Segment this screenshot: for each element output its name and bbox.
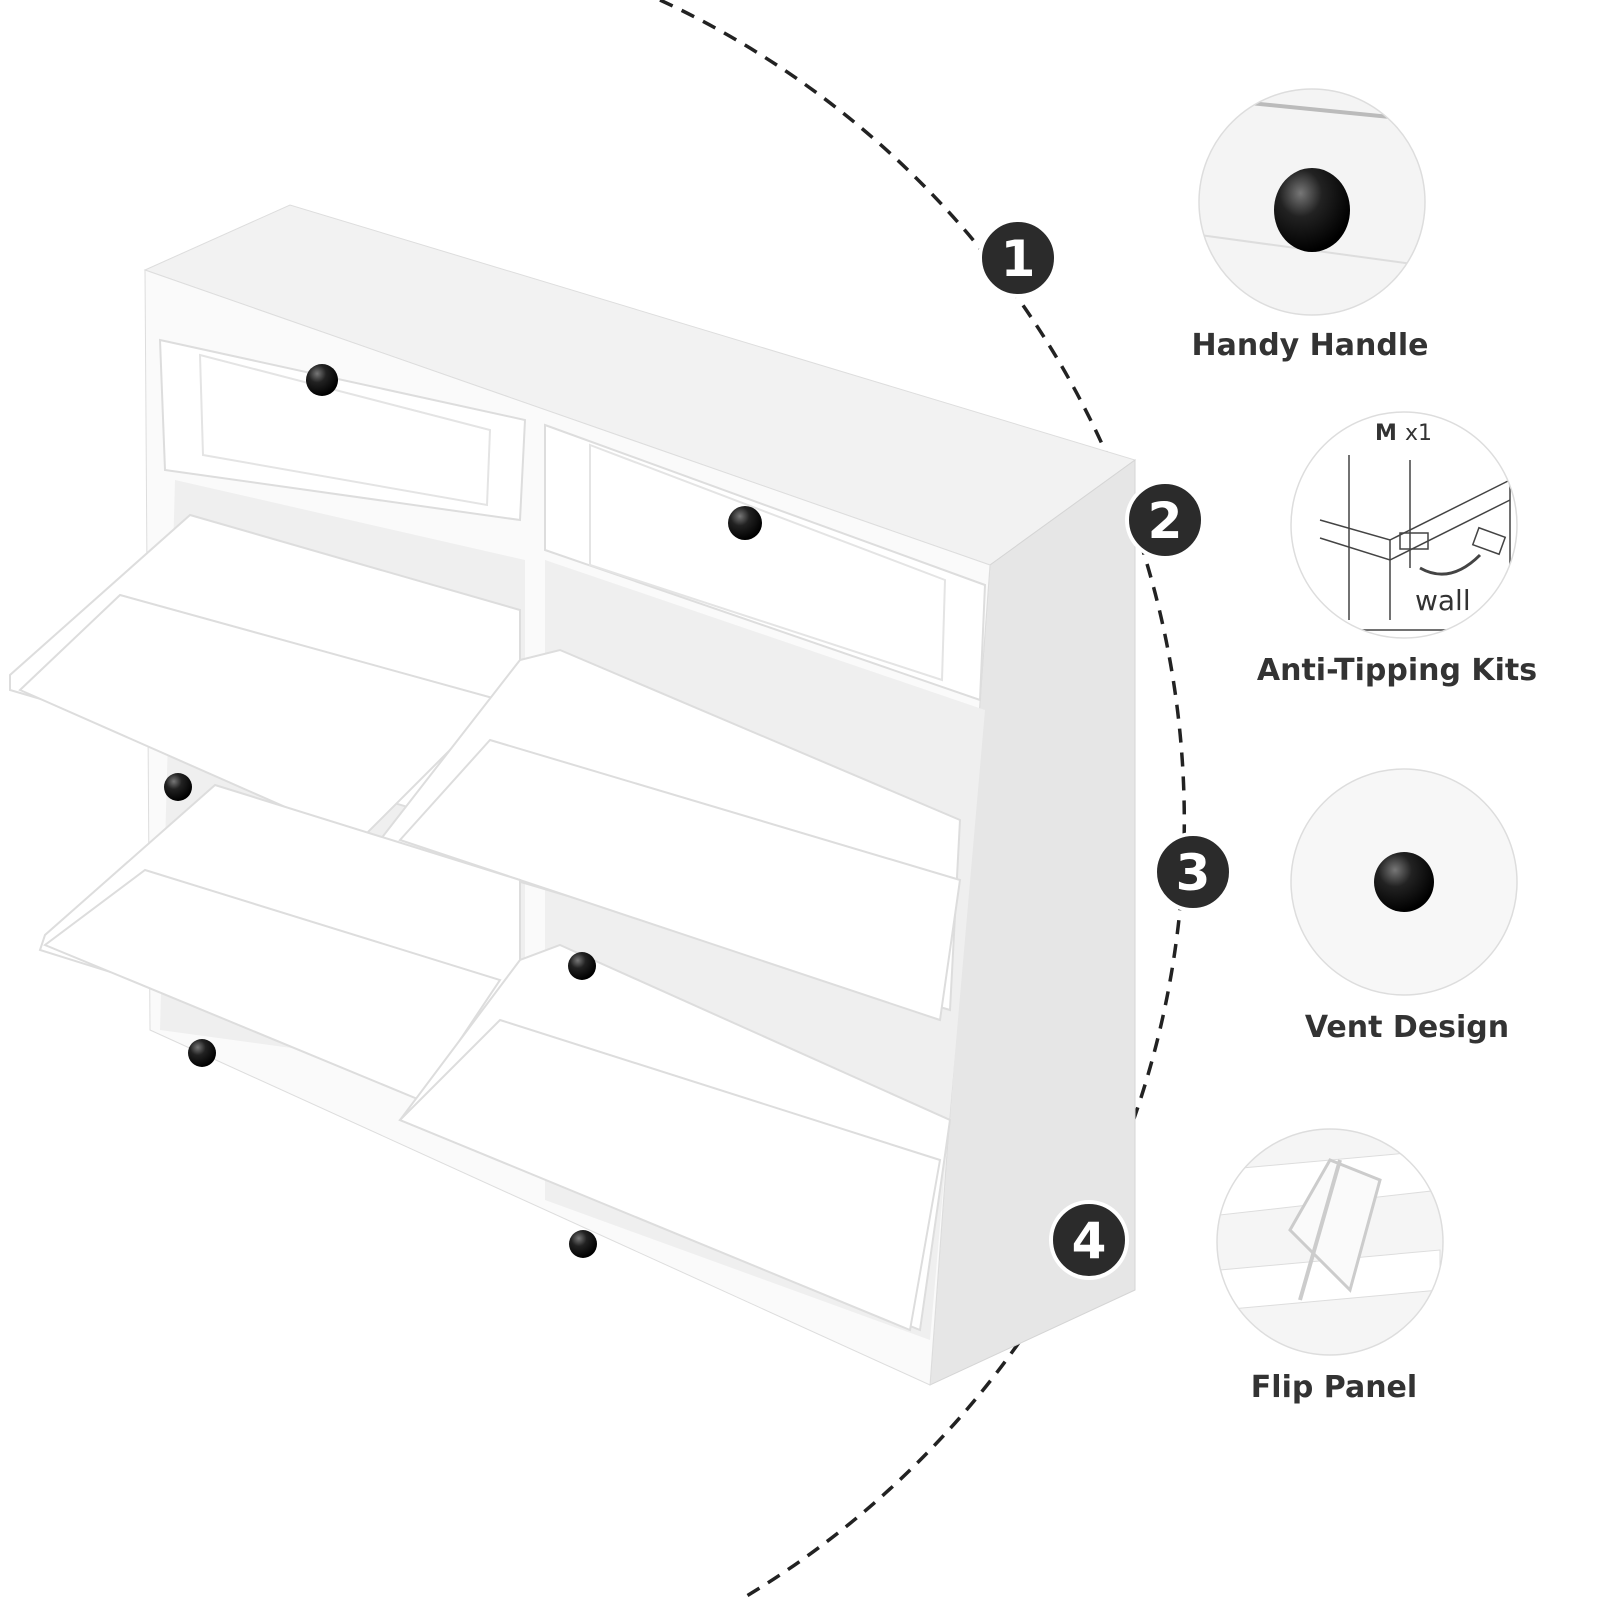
feature-label-handy-handle: Handy Handle	[1191, 328, 1429, 363]
shoe-cabinet	[9, 204, 1137, 1386]
detail-flip-panel	[1217, 1129, 1443, 1355]
badge-2: 2	[1125, 480, 1205, 560]
badge-4: 4	[1049, 1200, 1129, 1280]
svg-text:4: 4	[1072, 1212, 1107, 1270]
svg-text:2: 2	[1148, 492, 1183, 550]
svg-text:M: M	[1375, 421, 1397, 446]
drawer-left	[158, 338, 527, 522]
feature-label-anti-tipping: Anti-Tipping Kits	[1256, 653, 1538, 688]
detail-handle	[1199, 89, 1425, 315]
badge-3: 3	[1153, 832, 1233, 912]
feature-label-vent-design: Vent Design	[1304, 1010, 1510, 1045]
badge-1: 1	[978, 218, 1058, 298]
drawer-right	[544, 423, 987, 702]
flap-panels	[9, 513, 962, 1332]
svg-text:3: 3	[1176, 844, 1211, 902]
detail-anti-tipping: M x1 wall	[1291, 412, 1517, 638]
svg-text:wall: wall	[1415, 584, 1471, 617]
detail-vent	[1291, 770, 1517, 995]
feature-label-flip-panel: Flip Panel	[1250, 1370, 1418, 1405]
knobs	[164, 364, 762, 1258]
svg-text:x1: x1	[1405, 421, 1432, 446]
svg-text:1: 1	[1001, 230, 1036, 288]
